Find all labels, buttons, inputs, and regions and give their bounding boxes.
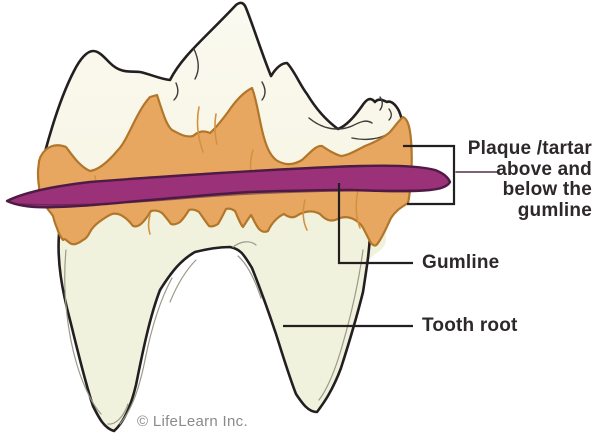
credit-lifelearn: © LifeLearn Inc. — [137, 413, 248, 430]
label-tooth-root: Tooth root — [422, 315, 518, 336]
tooth-root-shape — [58, 208, 386, 431]
gumline-band-shadow — [19, 189, 426, 206]
gumline-pointer-line — [337, 183, 413, 265]
roots-outline — [57, 232, 372, 433]
gumline-band — [5, 164, 452, 209]
plaque-tartar-shape — [36, 86, 413, 247]
crown-outline — [43, 1, 405, 154]
plaque-bracket — [403, 144, 456, 206]
label-plaque-tartar: Plaque /tartar above and below the gumli… — [467, 138, 592, 221]
label-gumline: Gumline — [422, 252, 500, 273]
root-sketch-lines — [64, 241, 364, 425]
